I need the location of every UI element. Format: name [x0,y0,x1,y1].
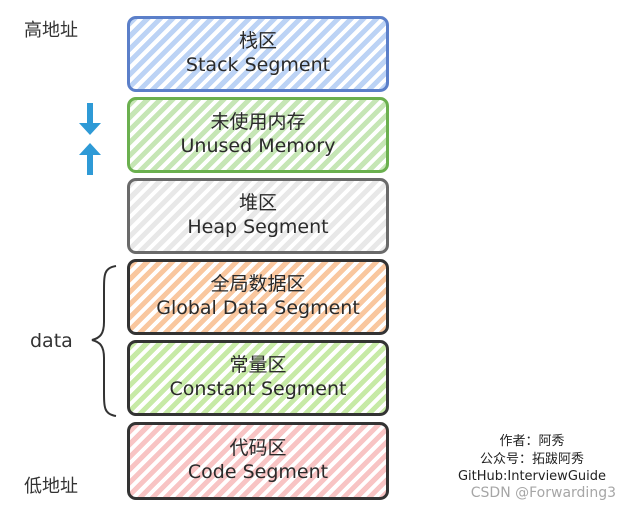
data-region-label: data [30,330,73,352]
credit-author: 作者：阿秀 [499,434,565,449]
segment-name-en: Constant Segment [169,378,347,400]
segment-name-zh: 常量区 [229,354,287,377]
segment-name-en: Code Segment [187,461,329,483]
segment-name-zh: 全局数据区 [210,273,306,296]
segment-name-en: Global Data Segment [156,297,360,319]
credit-account: 公众号：拓跋阿秀 [479,451,584,467]
data-brace-icon [91,265,117,417]
high-address-label: 高地址 [24,20,78,41]
segment-name-en: Stack Segment [185,54,331,76]
segment-name-zh: 栈区 [238,30,277,53]
segment-name-en: Unused Memory [180,135,336,157]
watermark: CSDN @Forwarding3 [470,485,616,501]
segment-name-zh: 未使用内存 [210,111,306,134]
author-credit: 作者：阿秀 公众号：拓跋阿秀 GitHub:InterviewGuide [458,433,606,486]
segment-name-zh: 堆区 [238,192,277,215]
credit-github: GitHub:InterviewGuide [457,469,606,485]
low-address-label: 低地址 [24,476,78,497]
direction-arrows-icon [79,103,101,175]
segment-name-en: Heap Segment [187,216,329,238]
segment-name-zh: 代码区 [229,437,287,460]
